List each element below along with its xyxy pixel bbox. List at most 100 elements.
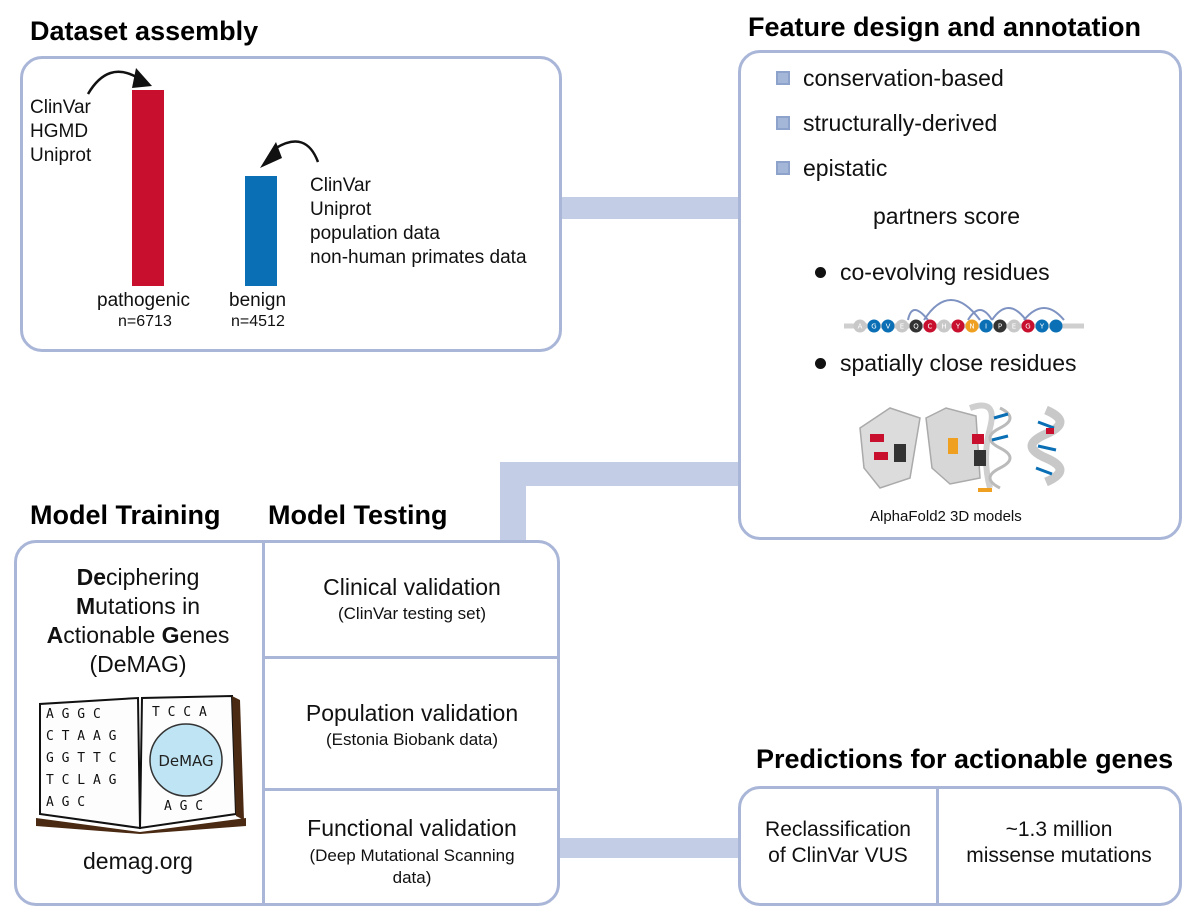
svg-text:N: N [969, 323, 974, 331]
testing-divider-2 [264, 788, 560, 791]
model-testing-heading: Model Testing [268, 500, 448, 530]
testing-divider-1 [264, 656, 560, 659]
residue-4 [895, 319, 909, 333]
residue-5 [909, 319, 923, 333]
demag-name-line-2: Mutations in [75, 593, 201, 619]
svg-text:G: G [1025, 323, 1030, 331]
svg-text:A G C: A G C [46, 795, 85, 810]
pathogenic-source-2: HGMD [30, 121, 89, 142]
svg-text:A G C: A G C [164, 799, 203, 814]
demag-name-line-1: Deciphering [76, 564, 200, 590]
svg-text:Q: Q [913, 323, 919, 331]
predictions-heading: Predictions for actionable genes [756, 744, 1174, 774]
connector-dataset-feature [560, 197, 740, 219]
svg-text:C T A A G: C T A A G [46, 729, 117, 744]
dataset-arrows [86, 68, 320, 168]
benign-count: n=4512 [231, 313, 285, 330]
svg-text:H: H [941, 323, 946, 331]
clinical-validation-title: Clinical validation [323, 574, 501, 600]
open-book-icon: A G G C C T A A G G G T T C T C L A G A … [36, 694, 246, 834]
svg-text:DeMAG: DeMAG [158, 752, 213, 770]
residue-8 [951, 319, 965, 333]
svg-text:G G T T C: G G T T C [46, 751, 116, 766]
connector-testing-predictions [556, 838, 740, 858]
population-validation-title: Population validation [305, 700, 519, 726]
residue-2 [867, 319, 881, 333]
benign-source-4: non-human primates data [310, 247, 527, 268]
svg-text:Y: Y [1039, 323, 1045, 331]
pathogenic-arrow-curve [86, 70, 139, 95]
feature-design-panel [738, 50, 1182, 540]
benign-source-3: population data [310, 223, 440, 244]
residue-14 [1035, 319, 1049, 333]
svg-text:E: E [1012, 323, 1016, 331]
residue-6 [923, 319, 937, 333]
million-mutations-line-1: ~1.3 million [1005, 818, 1113, 841]
svg-text:E: E [900, 323, 904, 331]
model-training-heading: Model Training [30, 500, 221, 530]
benign-arrow-curve [275, 140, 320, 163]
pathogenic-source-1: ClinVar [30, 97, 91, 118]
pathogenic-source-3: Uniprot [30, 145, 92, 166]
residue-3 [881, 319, 895, 333]
pathogenic-count: n=6713 [118, 313, 172, 330]
residue-11 [993, 319, 1007, 333]
demag-circle [149, 723, 223, 797]
residue-chain-graphic: A G V E Q C H Y N I P E G Y [844, 299, 1084, 333]
feature-square-icon-1 [776, 71, 790, 85]
residue-10 [979, 319, 993, 333]
svg-text:I: I [985, 323, 987, 331]
demag-name-line-3: Actionable Genes [46, 622, 230, 648]
feature-square-icon-3 [776, 161, 790, 175]
benign-arrow-head [260, 142, 282, 168]
pathogenic-arrow-head [132, 68, 152, 88]
functional-validation-sub-1: (Deep Mutational Scanning [309, 846, 515, 865]
reclassification-line-1: Reclassification [765, 818, 911, 841]
residue-1 [853, 319, 867, 333]
svg-text:C: C [928, 323, 933, 331]
svg-text:V: V [886, 323, 891, 331]
svg-text:Y: Y [955, 323, 961, 331]
pathogenic-bar [132, 90, 164, 286]
reclassification-line-2: of ClinVar VUS [768, 844, 908, 867]
residue-13 [1021, 319, 1035, 333]
svg-text:T C L A G: T C L A G [46, 773, 117, 788]
bullet-co-evolving: co-evolving residues [840, 259, 1050, 285]
feature-design-heading: Feature design and annotation [748, 12, 1142, 42]
population-validation-sub: (Estonia Biobank data) [326, 730, 498, 749]
connector-feature-horizontal [500, 462, 740, 486]
demag-url: demag.org [83, 848, 193, 874]
bullet-dot-1 [815, 267, 826, 278]
residue-9 [965, 319, 979, 333]
feature-item-3: epistatic [803, 155, 888, 181]
predictions-panel [738, 786, 1182, 906]
partners-score-title: partners score [873, 203, 1021, 229]
feature-item-2: structurally-derived [803, 110, 998, 136]
protein-structure-icon [859, 402, 1065, 492]
training-testing-divider [262, 540, 265, 906]
clinical-validation-sub: (ClinVar testing set) [337, 604, 486, 623]
pathogenic-label: pathogenic [97, 290, 190, 311]
dataset-assembly-panel [20, 56, 562, 352]
structure-caption: AlphaFold2 3D models [870, 508, 1022, 525]
svg-text:P: P [998, 323, 1002, 331]
bullet-spatially-close: spatially close residues [840, 350, 1077, 376]
benign-label: benign [229, 290, 287, 311]
bullet-dot-2 [815, 358, 826, 369]
functional-validation-title: Functional validation [307, 815, 517, 841]
feature-item-1: conservation-based [803, 65, 1004, 91]
svg-text:T C C A: T C C A [152, 705, 207, 720]
svg-text:G: G [871, 323, 876, 331]
dataset-assembly-heading: Dataset assembly [30, 16, 259, 46]
connector-feature-vertical [500, 462, 526, 542]
svg-text:A: A [858, 323, 863, 331]
million-mutations-line-2: missense mutations [966, 844, 1152, 867]
demag-name-line-4: (DeMAG) [89, 651, 187, 677]
benign-source-1: ClinVar [310, 175, 371, 196]
benign-source-2: Uniprot [310, 199, 372, 220]
svg-text:A G G C: A G G C [46, 707, 101, 722]
predictions-divider [936, 786, 939, 906]
residue-7 [937, 319, 951, 333]
functional-validation-sub-2: data) [392, 868, 432, 887]
feature-square-icon-2 [776, 116, 790, 130]
